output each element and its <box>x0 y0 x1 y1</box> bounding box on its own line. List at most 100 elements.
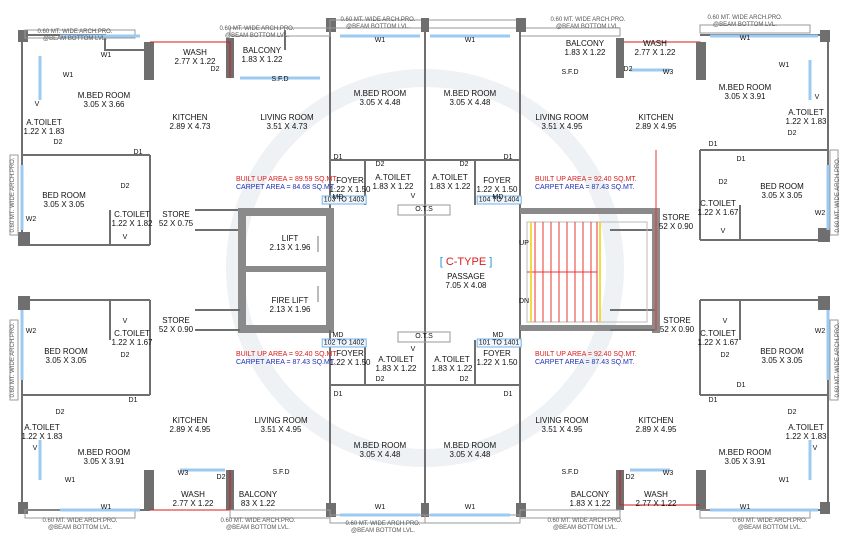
arch-note: 0.60 MT. WIDE ARCH.PRO.@BEAM BOTTOM LVL. <box>732 518 808 531</box>
sfd-tag: S.F.D <box>561 69 579 76</box>
arch-note-vertical: 0.60 MT. WIDE ARCH.PRO. <box>835 157 841 233</box>
door-tag: D2 <box>55 409 65 416</box>
vent-tag: V <box>814 94 820 101</box>
door-tag: D1 <box>736 156 746 163</box>
window-tag: W1 <box>778 62 790 69</box>
vent-tag: V <box>410 346 416 353</box>
arch-note: 0.60 MT. WIDE ARCH.PRO.@BEAM BOTTOM LVL. <box>707 15 783 28</box>
window-tag: W1 <box>100 52 112 59</box>
arch-note: 0.60 MT. WIDE ARCH.PRO.@BEAM BOTTOM LVL. <box>340 17 416 30</box>
window-tag: W1 <box>100 504 112 511</box>
arch-projection-top <box>9 19 839 236</box>
area-bottom-right: BUILT UP AREA = 92.40 SQ.MT.CARPET AREA … <box>535 351 637 366</box>
area-bottom-left: BUILT UP AREA = 92.40 SQ.MT.CARPET AREA … <box>236 351 338 366</box>
window-tag: W1 <box>62 72 74 79</box>
vent-tag: V <box>722 318 728 325</box>
door-tag: D1 <box>333 391 343 398</box>
stair-up-label: UP <box>519 240 529 247</box>
window-tag: W1 <box>64 477 76 484</box>
vent-tag: V <box>34 101 40 108</box>
window-tag: W1 <box>374 37 386 44</box>
arch-note: 0.60 MT. WIDE ARCH.PRO.@BEAM BOTTOM LVL. <box>42 518 118 531</box>
window-tag: W2 <box>814 328 826 335</box>
walls-bottom-right <box>424 299 829 515</box>
arch-note-vertical: 0.60 MT. WIDE ARCH.PRO. <box>10 322 16 398</box>
door-tag: D1 <box>333 154 343 161</box>
vent-tag: V <box>32 445 38 452</box>
arch-note: 0.60 MT. WIDE ARCH.PRO.@BEAM BOTTOM LVL. <box>345 521 421 534</box>
door-tag: D2 <box>623 66 633 73</box>
wall-solids-top-left <box>18 18 336 333</box>
main-door-tag: MD <box>492 332 504 339</box>
door-tag: D2 <box>53 139 63 146</box>
window-tag: W1 <box>374 504 386 511</box>
door-tag: D2 <box>375 376 385 383</box>
window-tag: W1 <box>464 37 476 44</box>
sfd-line-bottom-right <box>619 470 700 506</box>
vent-tag: V <box>812 445 818 452</box>
door-tag: D2 <box>787 409 797 416</box>
door-tag: D2 <box>216 474 226 481</box>
door-tag: D2 <box>625 474 635 481</box>
arch-note-vertical: 0.60 MT. WIDE ARCH.PRO. <box>10 157 16 233</box>
staircase <box>526 150 657 330</box>
door-tag: D1 <box>133 149 143 156</box>
main-door-tag: MD <box>332 332 344 339</box>
arch-note: 0.60 MT. WIDE ARCH.PRO.@BEAM BOTTOM LVL. <box>220 518 296 531</box>
sfd-line-top-left <box>150 41 231 78</box>
sfd-tag: S.F.D <box>272 469 290 476</box>
flat-number-top-right: 104 TO 1404 <box>476 195 522 205</box>
arch-note-vertical: 0.60 MT. WIDE ARCH.PRO. <box>835 322 841 398</box>
arch-note: 0.60 MT. WIDE ARCH.PRO.@BEAM BOTTOM LVL. <box>547 518 623 531</box>
flat-number-bottom-left: 102 TO 1402 <box>321 338 367 348</box>
arch-note: 0.60 MT. WIDE ARCH.PRO.@BEAM BOTTOM LVL. <box>219 26 295 39</box>
window-tag: W1 <box>778 477 790 484</box>
door-tag: D2 <box>718 179 728 186</box>
window-tag: W3 <box>177 470 189 477</box>
sfd-tag: S.F.D <box>561 469 579 476</box>
window-tag: W3 <box>662 470 674 477</box>
flat-number-bottom-right: 101 TO 1401 <box>476 338 522 348</box>
sfd-tag: S.F.D <box>271 76 289 83</box>
vent-tag: V <box>410 193 416 200</box>
vent-tag: V <box>122 234 128 241</box>
ots-tag: O.T.S <box>415 206 433 213</box>
window-tag: W2 <box>25 328 37 335</box>
door-tag: D2 <box>459 376 469 383</box>
